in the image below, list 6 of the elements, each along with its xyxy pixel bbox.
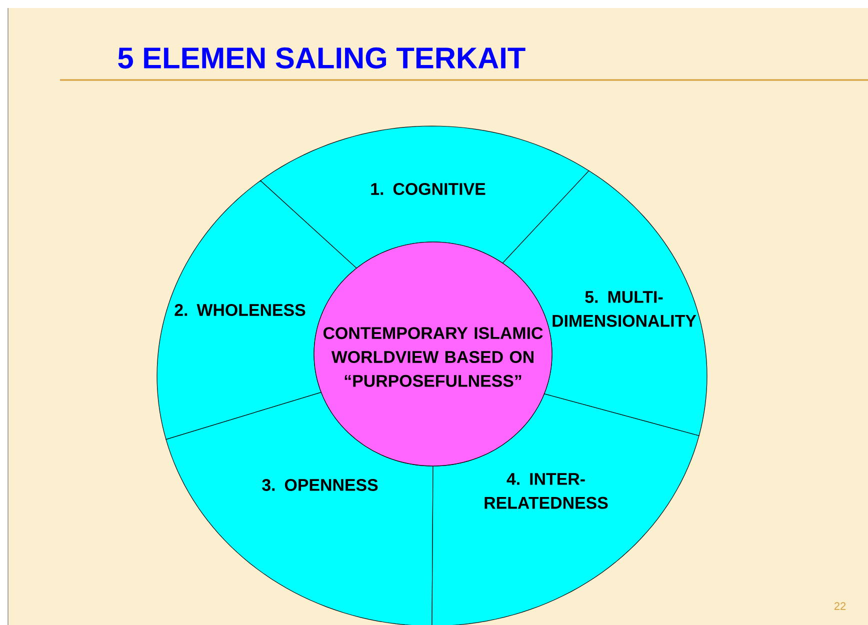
node-label: 3. OPENNESS — [262, 478, 378, 491]
ring-sector: 4. INTER- RELATEDNESS — [432, 393, 700, 625]
title: 5 ELEMEN SALING TERKAIT — [118, 47, 526, 69]
node-label: 4. INTER- RELATEDNESS — [484, 473, 608, 509]
ring-sector: 1. COGNITIVE — [260, 126, 590, 269]
page-number: 22 — [834, 602, 846, 610]
